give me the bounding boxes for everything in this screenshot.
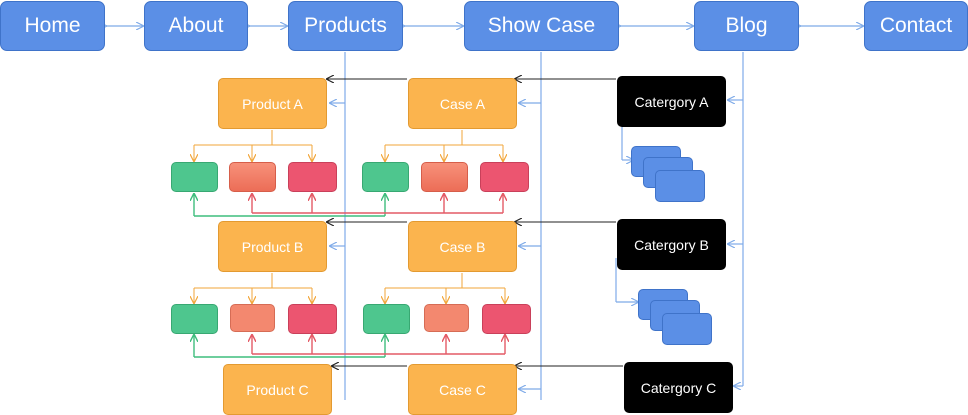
nav-show-case-button[interactable]: Show Case [464,1,619,51]
connector-layer [0,0,968,400]
cross-connectors-row-1 [194,194,503,217]
product-a-node[interactable]: Product A [218,78,327,129]
case-b-subitem[interactable] [424,304,469,332]
fanout-connectors [194,130,505,303]
product-a-subitem[interactable] [229,162,276,192]
nav-contact-button[interactable]: Contact [864,1,968,51]
nav-home-button[interactable]: Home [0,1,105,51]
nav-blog-button[interactable]: Blog [694,1,799,51]
case-b-subitem[interactable] [482,304,531,334]
trunk-lines [344,52,744,400]
product-b-subitem[interactable] [230,304,275,332]
product-b-subitem[interactable] [288,304,337,334]
trunk-arrows [330,100,743,389]
case-a-node[interactable]: Case A [408,78,517,129]
category-b-node[interactable]: Catergory B [617,219,726,270]
product-b-node[interactable]: Product B [218,221,327,272]
case-c-node[interactable]: Case C [408,364,517,415]
case-a-subitem[interactable] [480,162,529,192]
case-b-node[interactable]: Case B [408,221,517,272]
nav-products-button[interactable]: Products [288,1,403,51]
category-a-node[interactable]: Catergory A [617,76,726,127]
category-c-node[interactable]: Catergory C [624,362,733,413]
case-b-subitem[interactable] [363,304,410,334]
case-a-subitem[interactable] [362,162,409,192]
product-b-subitem[interactable] [171,304,218,334]
category-a-item-card [655,170,705,202]
product-c-node[interactable]: Product C [223,364,332,415]
nav-about-button[interactable]: About [144,1,248,51]
product-a-subitem[interactable] [171,162,218,192]
category-b-item-card [662,313,712,345]
case-a-subitem[interactable] [421,162,468,192]
category-arrows [327,79,623,366]
cross-connectors-row-2 [194,335,505,358]
product-a-subitem[interactable] [288,162,337,192]
